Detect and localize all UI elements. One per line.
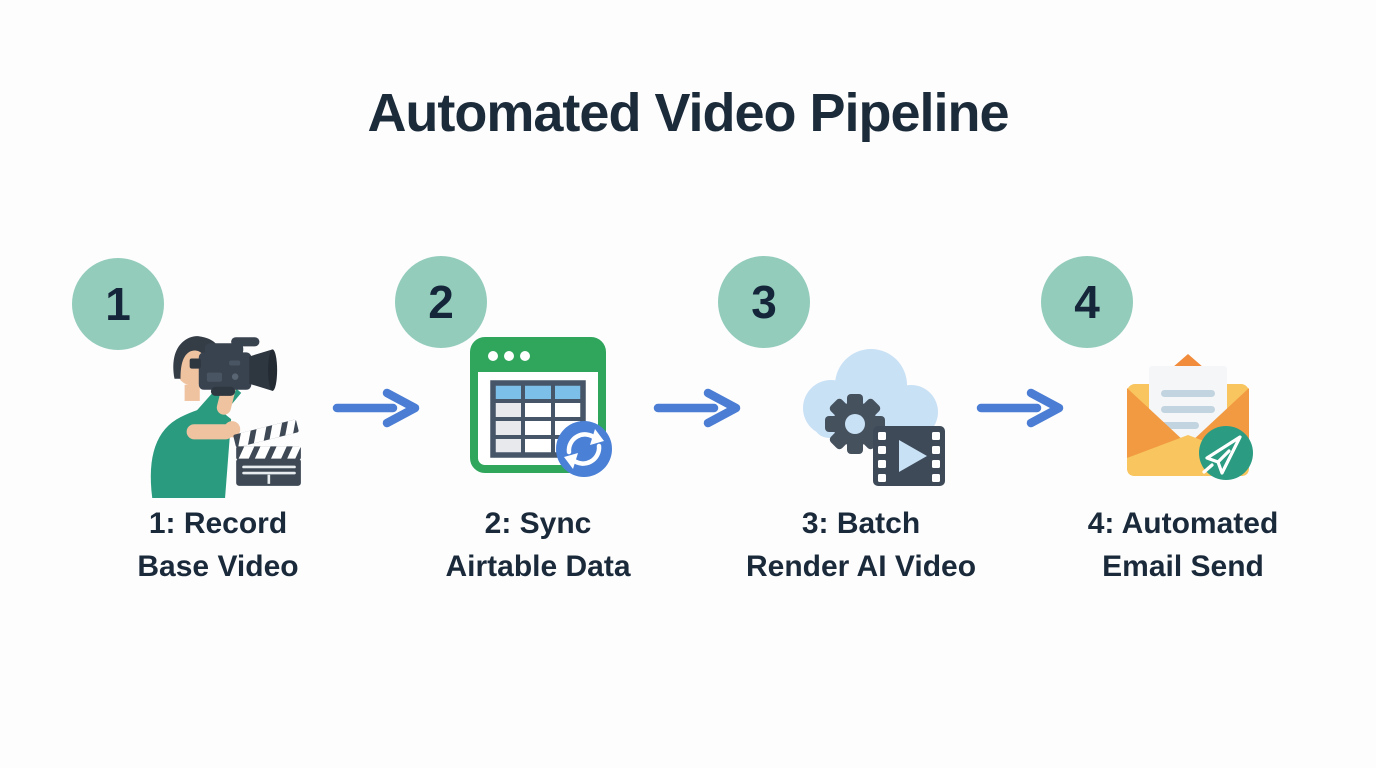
step-3-label: 3: Batch Render AI Video	[699, 502, 1023, 588]
arrow-right-icon	[331, 386, 423, 435]
arrow-right-icon	[652, 386, 744, 435]
step-1-label-line1: 1: Record	[148, 507, 288, 540]
step-4-label: 4: Automated Email Send	[1021, 502, 1345, 588]
step-3-number: 3	[751, 276, 777, 328]
cloud-gear-film-icon	[783, 330, 953, 495]
step-2-number: 2	[428, 276, 454, 328]
step-3-number-badge: 3	[718, 256, 810, 348]
spreadsheet-sync-icon	[466, 335, 631, 490]
step-4-number: 4	[1074, 276, 1100, 328]
step-4-number-badge: 4	[1041, 256, 1133, 348]
step-1-number: 1	[105, 278, 131, 330]
envelope-send-icon	[1103, 332, 1273, 497]
step-1-label: 1: Record Base Video	[56, 502, 380, 588]
step-1-number-badge: 1	[72, 258, 164, 350]
step-2-label-line2: Airtable Data	[445, 550, 631, 583]
step-2-label-line1: 2: Sync	[484, 507, 592, 540]
page-title: Automated Video Pipeline	[367, 83, 1009, 143]
step-2-number-badge: 2	[395, 256, 487, 348]
step-4-label-line2: Email Send	[1102, 550, 1264, 583]
videographer-clapperboard-icon	[130, 316, 310, 503]
step-2-label: 2: Sync Airtable Data	[376, 502, 700, 588]
arrow-right-icon	[975, 386, 1067, 435]
step-3-label-line1: 3: Batch	[801, 507, 921, 540]
step-4-label-line1: 4: Automated	[1087, 507, 1279, 540]
step-3-label-line2: Render AI Video	[745, 550, 977, 583]
step-1-label-line2: Base Video	[137, 550, 299, 583]
